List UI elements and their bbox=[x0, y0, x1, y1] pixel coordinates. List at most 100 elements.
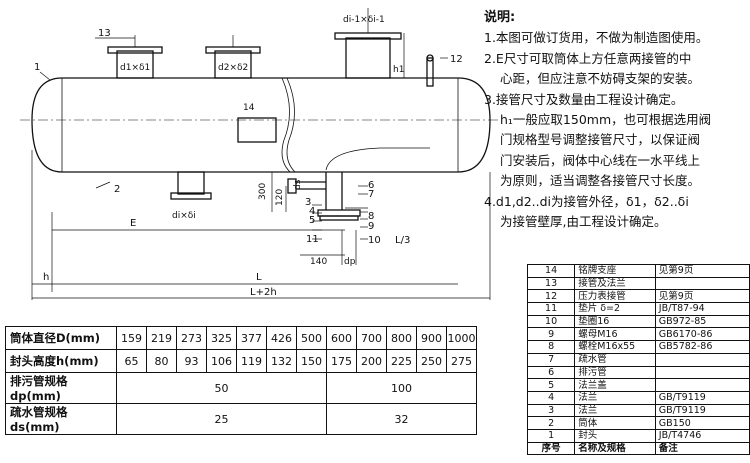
part-no: 14 bbox=[526, 264, 576, 278]
note-4-line-1: 4.d1,d2..di为接管外径，δ1，δ2..δi bbox=[484, 193, 689, 209]
part-no: 4 bbox=[526, 390, 576, 405]
callout-2: 2 bbox=[114, 184, 120, 195]
spec-cell: 225 bbox=[386, 349, 417, 373]
nozzle-i-label: di×δi bbox=[172, 211, 196, 221]
spec-cell: 119 bbox=[236, 349, 267, 373]
part-remark: GB5782-86 bbox=[654, 340, 750, 354]
note-3-line-5: 为原则，适当调整各接管尺寸长度。 bbox=[500, 173, 701, 189]
part-no: 13 bbox=[526, 276, 576, 291]
nozzle-i-1-label: di-1×δi-1 bbox=[343, 15, 385, 25]
part-remark bbox=[654, 365, 750, 380]
notes-title: 说明: bbox=[484, 10, 516, 25]
parts-header-remark: 备注 bbox=[654, 441, 750, 456]
callout-8: 8 bbox=[368, 211, 374, 222]
part-remark bbox=[654, 276, 750, 291]
dim-h: h bbox=[43, 272, 49, 283]
dim-L3: L/3 bbox=[395, 235, 410, 246]
part-no: 3 bbox=[526, 403, 576, 418]
spec-cell: 93 bbox=[176, 349, 207, 373]
part-name: 法兰盖 bbox=[574, 378, 656, 392]
nozzle-2-label: d2×δ2 bbox=[218, 63, 248, 73]
spec-cell: 25 bbox=[116, 403, 327, 435]
part-remark bbox=[654, 378, 750, 392]
part-remark: GB972-85 bbox=[654, 314, 750, 329]
note-2-line-1: 2.E尺寸可取筒体上方任意两接管的中 bbox=[484, 50, 692, 66]
callout-6: 6 bbox=[368, 180, 374, 191]
dim-300: 300 bbox=[258, 183, 268, 200]
part-name: 垫片 δ=2 bbox=[574, 302, 656, 316]
part-name: 螺栓M16x55 bbox=[574, 340, 656, 354]
part-name: 封头 bbox=[574, 428, 656, 443]
note-3-line-1: 3.接管尺寸及数量由工程设计确定。 bbox=[484, 91, 684, 107]
spec-cell: 275 bbox=[446, 349, 477, 373]
part-no: 9 bbox=[526, 327, 576, 342]
part-no: 12 bbox=[526, 289, 576, 304]
note-3-line-3: 门规格型号调整接管尺寸，以保证阀 bbox=[500, 132, 701, 148]
spec-cell: 132 bbox=[266, 349, 297, 373]
note-4-line-2: 为接管壁厚,由工程设计确定。 bbox=[500, 214, 667, 230]
part-remark: 见第9页 bbox=[654, 289, 750, 304]
part-name: 螺母M16 bbox=[574, 327, 656, 342]
dim-E: E bbox=[130, 218, 136, 229]
spec-cell: 159 bbox=[116, 326, 147, 350]
part-remark: GB/T9119 bbox=[654, 403, 750, 418]
dim-ds: ds bbox=[293, 179, 303, 190]
part-no: 5 bbox=[526, 378, 576, 392]
spec-cell: 426 bbox=[266, 326, 297, 350]
spec-cell: 700 bbox=[356, 326, 387, 350]
part-remark: GB150 bbox=[654, 416, 750, 430]
part-no: 2 bbox=[526, 416, 576, 430]
spec-label: 封头高度h(mm) bbox=[5, 349, 117, 373]
spec-row-ds: 疏水管规格ds(mm) 25 32 bbox=[5, 403, 477, 435]
spec-cell: 900 bbox=[416, 326, 447, 350]
callout-14: 14 bbox=[243, 103, 255, 113]
spec-cell: 273 bbox=[176, 326, 207, 350]
note-1: 1.本图可做订货用，不做为制造图使用。 bbox=[484, 30, 709, 46]
spec-row-dp: 排污管规格dp(mm) 50 100 bbox=[5, 372, 477, 404]
parts-header-row: 序号名称及规格备注 bbox=[526, 441, 750, 456]
callout-11: 11 bbox=[306, 234, 319, 245]
note-2-line-2: 心距，但应注意不妨碍支架的安装。 bbox=[500, 71, 701, 87]
callout-5: 5 bbox=[309, 215, 315, 226]
spec-cell: 250 bbox=[416, 349, 447, 373]
part-remark bbox=[654, 352, 750, 367]
part-name: 疏水管 bbox=[574, 352, 656, 367]
spec-cell: 100 bbox=[326, 372, 477, 404]
dim-h1: h1 bbox=[393, 65, 404, 75]
spec-cell: 80 bbox=[146, 349, 177, 373]
part-name: 法兰 bbox=[574, 403, 656, 418]
nozzle-1-label: d1×δ1 bbox=[120, 63, 150, 73]
dim-dp: dp bbox=[344, 257, 356, 267]
part-name: 垫圈16 bbox=[574, 314, 656, 329]
parts-header-name: 名称及规格 bbox=[574, 441, 656, 456]
dim-140: 140 bbox=[310, 257, 327, 267]
spec-cell: 106 bbox=[206, 349, 237, 373]
note-3-line-4: 门安装后，阀体中心线在一水平线上 bbox=[500, 152, 701, 168]
spec-row-diameter: 筒体直径D(mm) 159 219 273 325 377 426 500 60… bbox=[5, 326, 477, 350]
part-name: 铭牌支座 bbox=[574, 264, 656, 278]
part-no: 8 bbox=[526, 340, 576, 354]
spec-label: 筒体直径D(mm) bbox=[5, 326, 117, 350]
callout-10: 10 bbox=[368, 235, 381, 246]
spec-cell: 325 bbox=[206, 326, 237, 350]
spec-cell: 1000 bbox=[446, 326, 477, 350]
callout-7: 7 bbox=[368, 189, 374, 200]
callout-1: 1 bbox=[34, 62, 40, 73]
part-remark: JB/T4746 bbox=[654, 428, 750, 443]
part-name: 筒体 bbox=[574, 416, 656, 430]
part-no: 6 bbox=[526, 365, 576, 380]
spec-cell: 219 bbox=[146, 326, 177, 350]
part-no: 7 bbox=[526, 352, 576, 367]
spec-label: 排污管规格dp(mm) bbox=[5, 372, 117, 404]
spec-table: 筒体直径D(mm) 159 219 273 325 377 426 500 60… bbox=[5, 326, 477, 435]
spec-cell: 50 bbox=[116, 372, 327, 404]
